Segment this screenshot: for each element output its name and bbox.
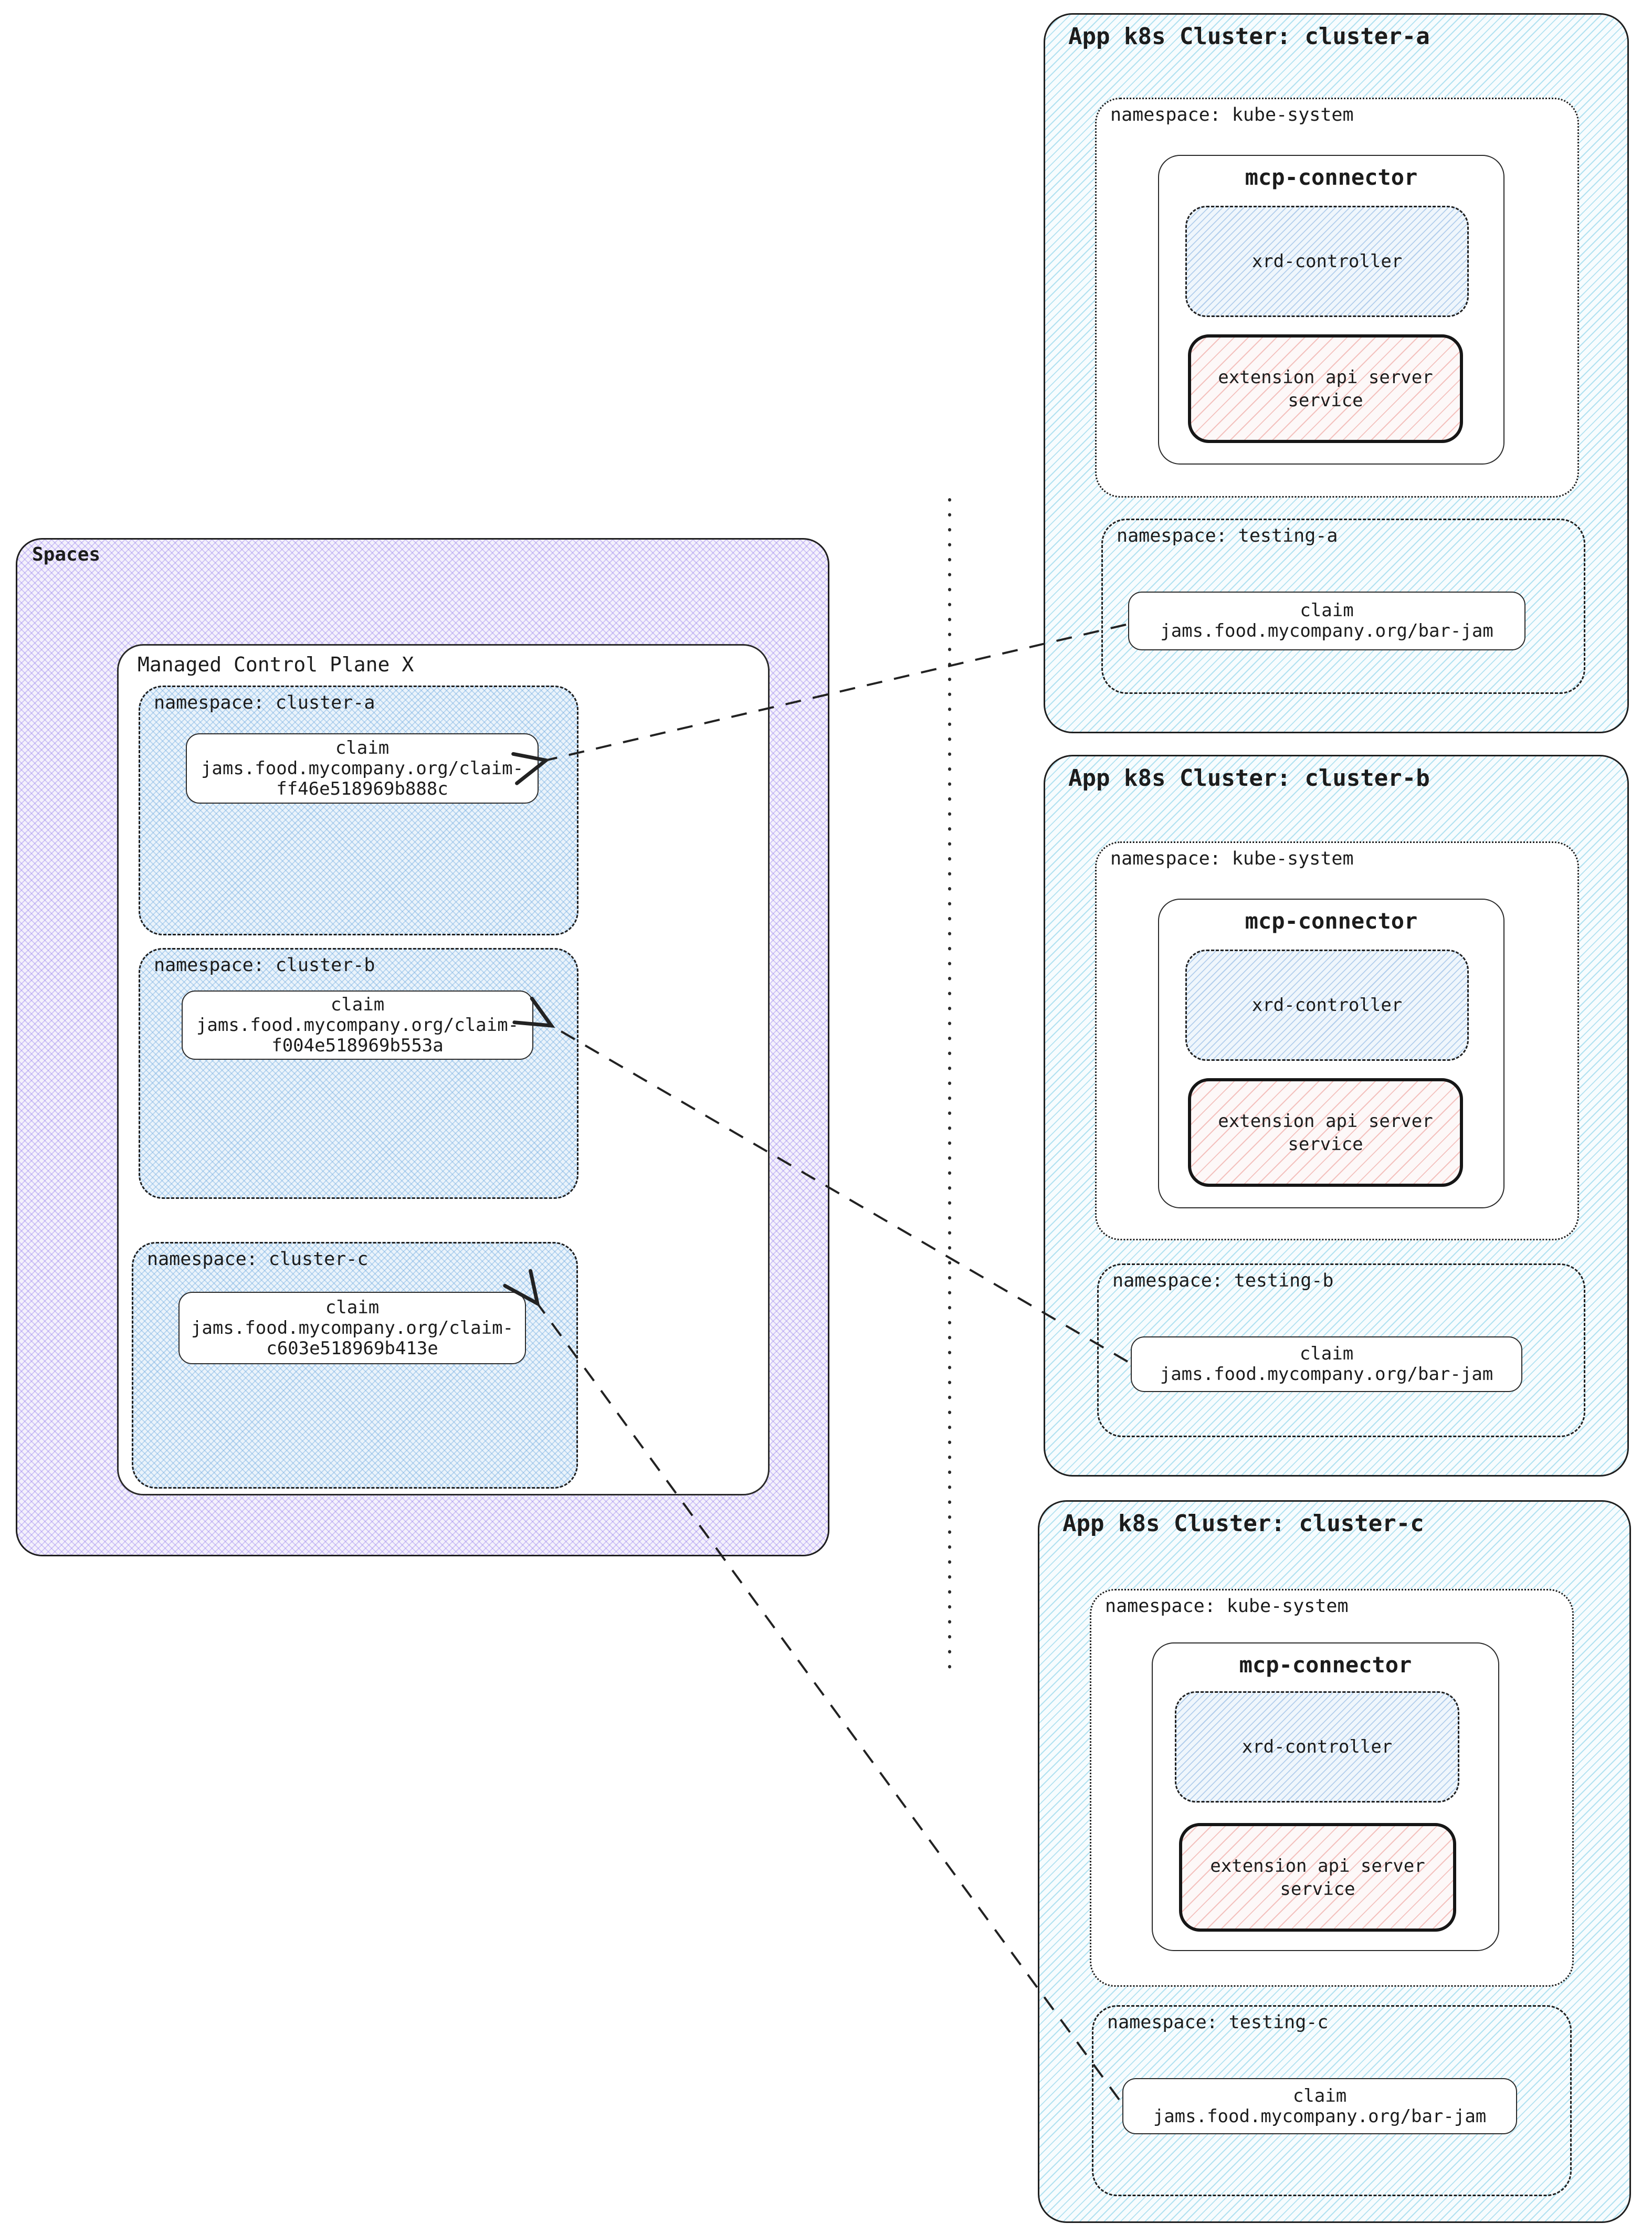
cluster-a-mcp-connector: mcp-connector xrd-controller extension a… [1158,155,1504,465]
app-cluster-a-title: App k8s Cluster: cluster-a [1068,23,1430,50]
spaces-container: Spaces Managed Control Plane X namespace… [16,538,829,1556]
claim-cluster-b-value-2: f004e518969b553a [271,1035,444,1056]
cluster-a-namespace-testing: namespace: testing-a claim jams.food.myc… [1101,519,1585,694]
cluster-c-xrd-controller-label: xrd-controller [1241,1736,1393,1757]
cluster-c-mcp-connector: mcp-connector xrd-controller extension a… [1152,1642,1499,1951]
managed-control-plane-box: Managed Control Plane X namespace: clust… [117,644,770,1495]
mcp-namespace-cluster-b: namespace: cluster-b claim jams.food.myc… [139,948,578,1199]
cluster-c-bar-jam-claim: claim jams.food.mycompany.org/bar-jam [1122,2078,1517,2134]
cluster-a-xrd-controller: xrd-controller [1185,206,1469,317]
cluster-b-mcp-connector: mcp-connector xrd-controller extension a… [1158,899,1504,1208]
cluster-b-extension-api-line1: extension api server [1218,1110,1433,1132]
cluster-a-xrd-controller-label: xrd-controller [1251,251,1403,272]
claim-cluster-a-value-2: ff46e518969b888c [276,778,448,799]
cluster-c-kube-system-label: namespace: kube-system [1105,1596,1349,1617]
cluster-a-namespace-kube-system: namespace: kube-system mcp-connector xrd… [1095,98,1579,498]
cluster-b-namespace-testing: namespace: testing-b claim jams.food.myc… [1097,1263,1585,1437]
cluster-a-bar-jam-claim: claim jams.food.mycompany.org/bar-jam [1128,592,1525,650]
app-cluster-c: App k8s Cluster: cluster-c namespace: ku… [1038,1500,1631,2223]
cluster-b-xrd-controller: xrd-controller [1185,950,1469,1061]
cluster-b-mcp-connector-title: mcp-connector [1245,908,1418,934]
claim-cluster-a-title: claim [335,737,390,758]
cluster-b-extension-api-line2: service [1288,1133,1363,1155]
cluster-a-bar-jam-claim-value: jams.food.mycompany.org/bar-jam [1160,620,1493,641]
cluster-c-bar-jam-claim-value: jams.food.mycompany.org/bar-jam [1153,2105,1487,2127]
mcp-namespace-cluster-a-label: namespace: cluster-a [154,692,375,713]
cluster-c-mcp-connector-title: mcp-connector [1239,1652,1412,1678]
cluster-b-kube-system-label: namespace: kube-system [1110,848,1354,869]
cluster-c-xrd-controller: xrd-controller [1175,1691,1459,1803]
claim-cluster-c-title: claim [325,1297,380,1318]
claim-cluster-c: claim jams.food.mycompany.org/claim- c60… [178,1292,526,1364]
spaces-label: Spaces [32,544,101,565]
mcp-namespace-cluster-a: namespace: cluster-a claim jams.food.myc… [139,686,578,935]
claim-cluster-b-value-1: jams.food.mycompany.org/claim- [196,1014,519,1036]
mcp-namespace-cluster-c: namespace: cluster-c claim jams.food.myc… [132,1242,578,1489]
mcp-namespace-cluster-b-label: namespace: cluster-b [154,955,375,976]
app-cluster-a: App k8s Cluster: cluster-a namespace: ku… [1044,13,1629,733]
cluster-b-testing-label: namespace: testing-b [1112,1270,1334,1291]
cluster-b-extension-api-server: extension api server service [1188,1078,1463,1187]
cluster-c-bar-jam-claim-title: claim [1292,2085,1347,2106]
cluster-a-bar-jam-claim-title: claim [1300,600,1354,621]
cluster-b-bar-jam-claim: claim jams.food.mycompany.org/bar-jam [1131,1336,1522,1392]
cluster-b-xrd-controller-label: xrd-controller [1251,995,1403,1016]
cluster-c-extension-api-server: extension api server service [1179,1823,1456,1932]
cluster-a-testing-label: namespace: testing-a [1117,525,1338,546]
app-cluster-b-title: App k8s Cluster: cluster-b [1068,765,1430,792]
cluster-c-extension-api-line1: extension api server [1210,1855,1425,1877]
claim-cluster-b: claim jams.food.mycompany.org/claim- f00… [182,990,533,1060]
claim-cluster-b-title: claim [330,994,385,1015]
cluster-a-extension-api-server: extension api server service [1188,334,1463,443]
managed-control-plane-title: Managed Control Plane X [138,653,414,676]
cluster-a-extension-api-line1: extension api server [1218,366,1433,388]
claim-cluster-c-value-2: c603e518969b413e [266,1337,438,1359]
app-cluster-c-title: App k8s Cluster: cluster-c [1062,1510,1424,1537]
cluster-b-namespace-kube-system: namespace: kube-system mcp-connector xrd… [1095,841,1579,1240]
claim-cluster-a-value-1: jams.food.mycompany.org/claim- [201,757,524,779]
cluster-a-kube-system-label: namespace: kube-system [1110,104,1354,125]
mcp-namespace-cluster-c-label: namespace: cluster-c [147,1249,369,1270]
cluster-c-namespace-testing: namespace: testing-c claim jams.food.myc… [1092,2005,1572,2196]
claim-cluster-c-value-1: jams.food.mycompany.org/claim- [191,1317,514,1339]
claim-cluster-a: claim jams.food.mycompany.org/claim- ff4… [186,733,539,804]
cluster-c-testing-label: namespace: testing-c [1107,2012,1329,2033]
cluster-b-bar-jam-claim-value: jams.food.mycompany.org/bar-jam [1160,1364,1493,1385]
cluster-a-mcp-connector-title: mcp-connector [1245,164,1418,190]
cluster-c-extension-api-line2: service [1280,1878,1355,1900]
cluster-a-extension-api-line2: service [1288,389,1363,411]
cluster-b-bar-jam-claim-title: claim [1299,1343,1354,1364]
cluster-c-namespace-kube-system: namespace: kube-system mcp-connector xrd… [1090,1589,1574,1987]
app-cluster-b: App k8s Cluster: cluster-b namespace: ku… [1044,755,1629,1477]
